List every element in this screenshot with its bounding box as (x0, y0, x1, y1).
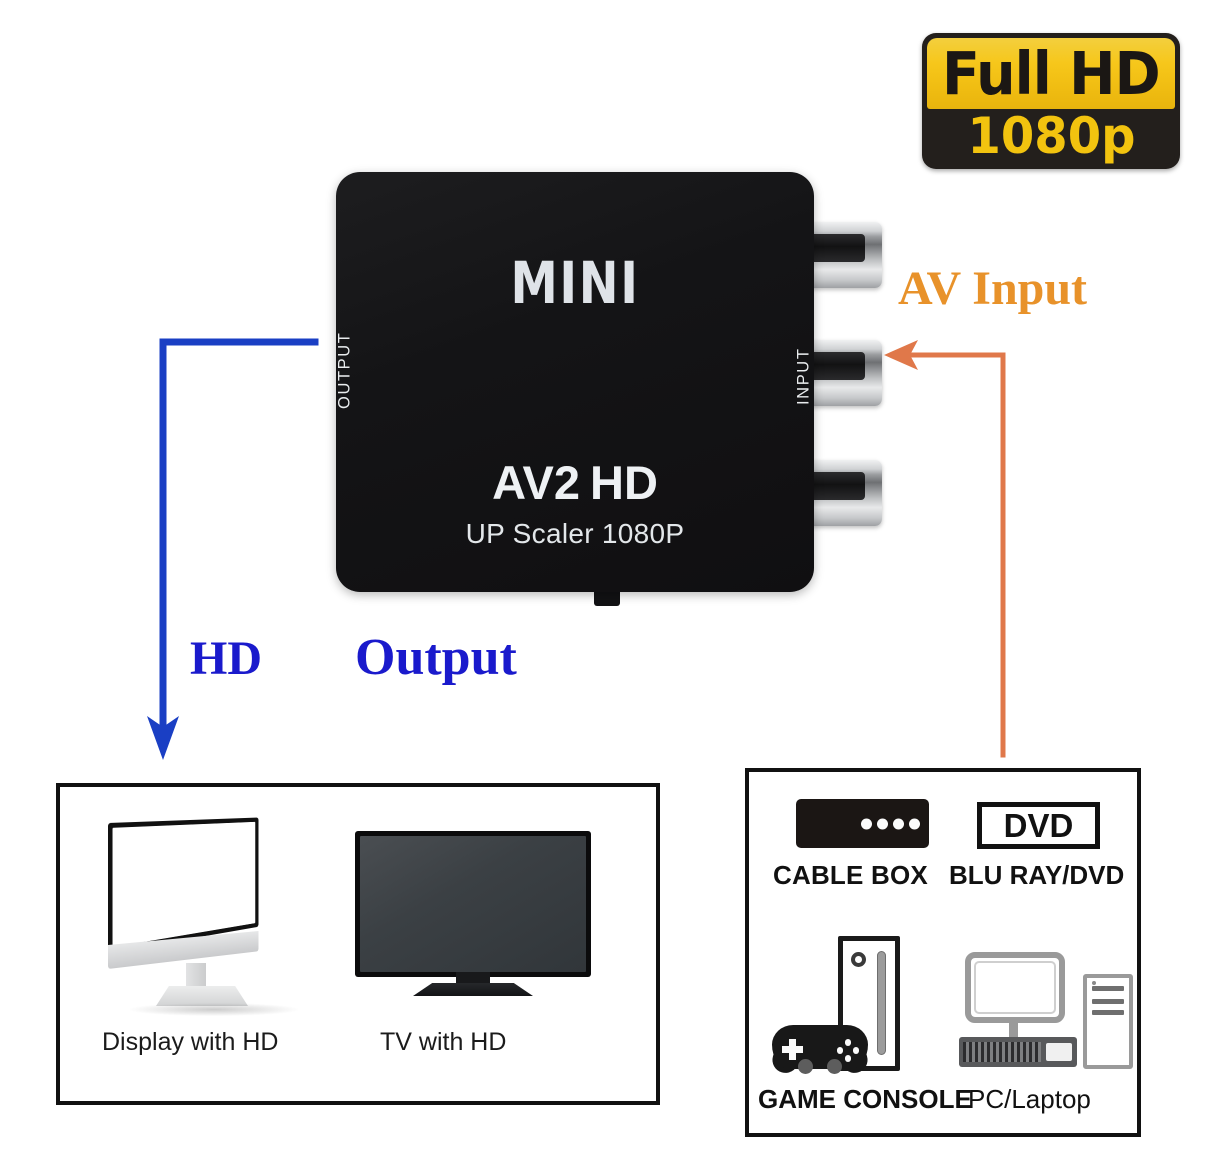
indicator-dot (893, 818, 904, 829)
gamepad-button (844, 1039, 851, 1046)
monitor-shadow (130, 1003, 298, 1016)
av-input-arrow (884, 340, 1006, 758)
full-hd-badge-inner: Full HD 1080p (927, 38, 1175, 164)
full-hd-badge-bottom: 1080p (927, 107, 1175, 164)
pc-laptop-label: PC/Laptop (968, 1084, 1091, 1114)
tv-screen (360, 836, 586, 972)
console-power-button (851, 952, 866, 967)
hd-output-arrow (147, 338, 319, 760)
game-console-label: GAME CONSOLE (758, 1084, 972, 1114)
device-model-suffix: HD (590, 456, 658, 509)
pc-monitor-stand (1009, 1021, 1018, 1039)
indicator-dot (861, 818, 872, 829)
indicator-dot (877, 818, 888, 829)
pc-tower-bay (1092, 1010, 1124, 1015)
dvd-player-icon: DVD (977, 802, 1100, 849)
device-subtitle-label: UP Scaler 1080P (465, 518, 685, 549)
device-model-prefix: AV2 (492, 456, 581, 509)
full-hd-badge: Full HD 1080p (922, 33, 1180, 169)
pc-tower (1083, 974, 1133, 1069)
rca-jack-yellow-video (810, 222, 882, 288)
pc-desktop-icon (959, 952, 1133, 1072)
full-hd-badge-top: Full HD (927, 38, 1175, 109)
pc-tower-bay (1092, 986, 1124, 991)
av-input-label: AV Input (898, 262, 1088, 315)
pc-tower-bay (1092, 999, 1124, 1004)
gamepad-button (844, 1055, 851, 1062)
output-label: Output (355, 629, 517, 686)
rca-jack-red-audio-right (810, 460, 882, 526)
hd-label: HD (190, 632, 262, 685)
display-with-hd-label: Display with HD (102, 1028, 279, 1056)
dvd-text: DVD (1003, 807, 1074, 844)
desktop-monitor-icon (108, 817, 308, 1016)
flat-tv-icon (355, 831, 591, 1001)
pc-monitor (965, 952, 1065, 1023)
device-output-port-label: OUTPUT (335, 331, 354, 409)
rca-hole (812, 472, 865, 500)
gamepad-stick-right (827, 1059, 842, 1074)
console-disc-slot (877, 951, 886, 1055)
gamepad-stick-left (798, 1059, 813, 1074)
device-brand-label: MINI (510, 249, 640, 317)
tv-base (413, 983, 533, 996)
tv-frame (355, 831, 591, 977)
monitor-neck (186, 963, 206, 991)
indicator-dot (909, 818, 920, 829)
gamepad-body (772, 1025, 868, 1074)
cable-box-indicator-lights (861, 818, 920, 829)
pc-tower-power-dot (1092, 981, 1096, 985)
av-source-devices-box: CABLE BOX DVD BLU RAY/DVD GAME (745, 768, 1141, 1137)
cable-box-label: CABLE BOX (773, 860, 928, 890)
hd-output-devices-box: Display with HD TV with HD (56, 783, 660, 1105)
rca-hole (812, 352, 865, 380)
gamepad-icon (769, 1019, 871, 1077)
pc-keyboard (959, 1037, 1077, 1067)
gamepad-button (836, 1047, 843, 1054)
full-hd-badge-line2: 1080p (967, 107, 1135, 164)
gamepad-dpad (789, 1039, 796, 1060)
cable-box-icon (796, 799, 929, 848)
blu-ray-dvd-label: BLU RAY/DVD (949, 860, 1125, 890)
device-input-port-label: INPUT (794, 347, 812, 406)
tv-with-hd-label: TV with HD (380, 1028, 507, 1056)
full-hd-badge-line1: Full HD (942, 38, 1161, 108)
rca-hole (812, 234, 865, 262)
gamepad-button (852, 1047, 859, 1054)
monitor-foot (156, 986, 248, 1006)
rca-jack-white-audio-left (810, 340, 882, 406)
